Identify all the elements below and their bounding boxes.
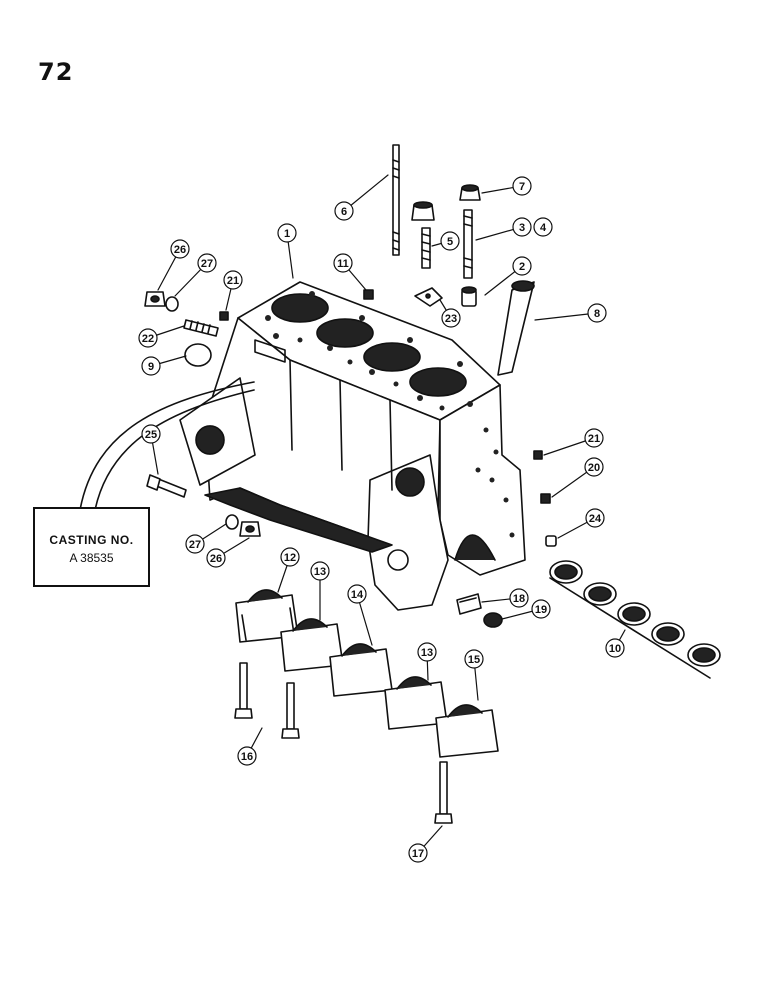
callout-number-2: 2: [519, 261, 525, 273]
callout-number-3: 3: [519, 222, 525, 234]
callout-circle: [310, 561, 330, 581]
callout-circle: [333, 253, 353, 273]
part-12-bearing-cap: [235, 589, 299, 643]
callout-number-13: 13: [314, 566, 326, 578]
callout-number-21: 21: [227, 275, 239, 287]
callout-circle: [280, 547, 300, 567]
callout-number-26: 26: [174, 244, 186, 256]
callout-number-5: 5: [447, 236, 453, 248]
callout-number-19: 19: [535, 604, 547, 616]
callout-number-13: 13: [421, 647, 433, 659]
callout-number-23: 23: [445, 313, 457, 325]
callout-number-17: 17: [412, 848, 424, 860]
callout-number-25: 25: [145, 429, 157, 441]
callout-circle: [587, 303, 607, 323]
part-13-bearing-cap-a: [280, 618, 344, 672]
part-27-washer-top: [165, 296, 179, 312]
callout-number-7: 7: [519, 181, 525, 193]
part-7-nut: [459, 184, 481, 201]
callout-circle: [206, 548, 226, 568]
callout-circle: [277, 223, 297, 243]
casting-label-line1: CASTING NO.: [49, 533, 134, 547]
callout-circle: [605, 638, 625, 658]
callout-circle: [197, 253, 217, 273]
callout-number-26: 26: [210, 553, 222, 565]
callout-number-6: 6: [341, 206, 347, 218]
callout-leader: [534, 312, 598, 321]
part-16-bolts: [234, 662, 300, 739]
callout-circle: [170, 239, 190, 259]
part-21-plug-top: [219, 311, 229, 321]
callout-number-22: 22: [142, 333, 154, 345]
callout-number-16: 16: [241, 751, 253, 763]
part-24-dowel: [545, 535, 557, 547]
callout-circle: [584, 457, 604, 477]
callout-circle: [237, 746, 257, 766]
callout-number-20: 20: [588, 462, 600, 474]
part-nut: [411, 201, 435, 221]
callout-circle: [509, 588, 529, 608]
part-15-bearing-cap: [435, 704, 499, 758]
callout-circle: [512, 256, 532, 276]
callout-circle: [141, 356, 161, 376]
part-21-plug-right: [533, 450, 543, 460]
part-6-stud: [392, 144, 400, 256]
callout-circle: [223, 270, 243, 290]
page-number: 72: [38, 58, 74, 86]
callout-circle: [334, 201, 354, 221]
callout-number-27: 27: [189, 539, 201, 551]
part-17-bolt: [434, 761, 453, 824]
callout-number-14: 14: [351, 589, 364, 601]
part-27-washer-lower: [225, 514, 239, 530]
callout-number-18: 18: [513, 593, 525, 605]
part-10-bearings: [549, 560, 721, 679]
callout-number-8: 8: [594, 308, 600, 320]
part-18-plug: [456, 593, 482, 615]
part-11-plug: [363, 289, 374, 300]
callout-circle: [512, 176, 532, 196]
part-19-gasket: [483, 612, 503, 628]
part-23-fitting: [414, 287, 443, 307]
part-8-tube: [497, 280, 535, 376]
callout-circle: [141, 424, 161, 444]
callout-number-12: 12: [284, 552, 296, 564]
callout-circle: [347, 584, 367, 604]
callout-number-21: 21: [588, 433, 600, 445]
callout-circle: [584, 428, 604, 448]
callout-number-10: 10: [609, 643, 621, 655]
callout-circle: [138, 328, 158, 348]
part-25-bolt: [146, 474, 187, 498]
callout-circle: [464, 649, 484, 669]
callout-circle: [408, 843, 428, 863]
callout-number-11: 11: [337, 258, 349, 270]
callout-number-1: 1: [284, 228, 290, 240]
casting-label-line2: A 38535: [69, 551, 114, 565]
callout-circle: [417, 642, 437, 662]
part-2-sleeve: [461, 286, 477, 307]
callout-circle: [441, 308, 461, 328]
cylinder-block: [179, 281, 526, 611]
callout-circle: [533, 217, 553, 237]
callout-circle: [185, 534, 205, 554]
casting-number-label: CASTING NO. A 38535: [33, 507, 150, 587]
part-26-nut-top: [144, 291, 166, 307]
part-20-plug: [540, 493, 551, 504]
casting-leader: [79, 381, 255, 511]
part-22-stud: [183, 319, 219, 337]
part-3-4-stud: [463, 209, 473, 279]
part-26-nut-lower: [239, 521, 261, 537]
callout-circle: [512, 217, 532, 237]
callout-number-15: 15: [468, 654, 480, 666]
callout-circle: [531, 599, 551, 619]
part-5-stud: [421, 227, 431, 269]
callout-number-9: 9: [148, 361, 154, 373]
callout-circle: [585, 508, 605, 528]
callout-number-27: 27: [201, 258, 213, 270]
callout-number-4: 4: [540, 222, 547, 234]
callout-circle: [440, 231, 460, 251]
part-9-plug: [184, 343, 212, 367]
callout-number-24: 24: [589, 513, 602, 525]
